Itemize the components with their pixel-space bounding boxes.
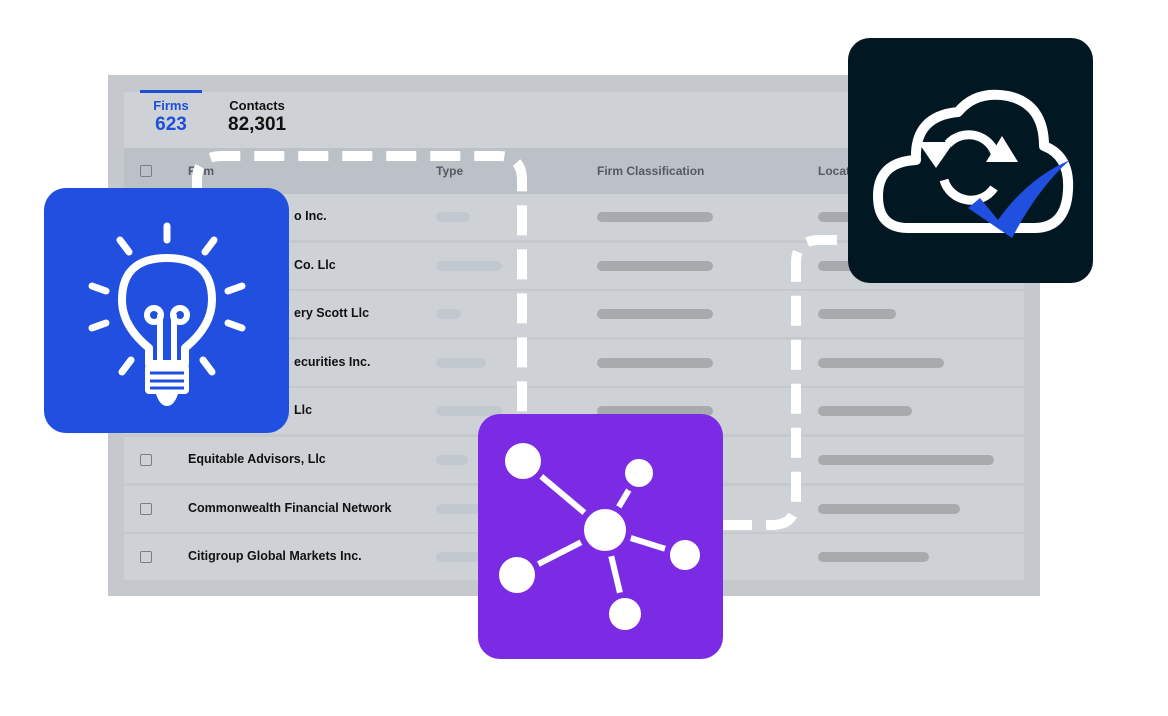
classification-placeholder	[597, 212, 713, 222]
firm-name[interactable]: o Inc.	[294, 209, 327, 223]
location-placeholder	[818, 406, 912, 417]
lightbulb-card	[44, 188, 289, 433]
location-placeholder	[818, 503, 960, 514]
classification-placeholder	[597, 260, 713, 271]
row-checkbox[interactable]	[140, 454, 152, 466]
cloud-sync-check-icon	[873, 89, 1074, 238]
type-placeholder	[436, 406, 502, 417]
type-placeholder	[436, 552, 480, 563]
network-card	[478, 414, 723, 659]
tab-firms[interactable]: Firms 623	[140, 90, 202, 136]
classification-placeholder	[597, 406, 713, 417]
column-header-firm-classification[interactable]: Firm Classification	[597, 164, 705, 178]
location-placeholder	[818, 552, 929, 563]
location-placeholder	[818, 309, 896, 320]
location-placeholder	[818, 455, 994, 465]
dashed-connector-right	[722, 235, 850, 530]
select-all-checkbox[interactable]	[140, 165, 152, 177]
lightbulb-icon	[88, 222, 246, 406]
network-nodes-icon	[493, 437, 706, 636]
classification-placeholder	[597, 357, 713, 368]
firm-name[interactable]: Commonwealth Financial Network	[188, 500, 392, 515]
row-checkbox[interactable]	[140, 551, 152, 564]
location-placeholder	[818, 357, 944, 368]
tab-count: 82,301	[228, 114, 287, 135]
type-placeholder	[436, 309, 461, 320]
tab-contacts[interactable]: Contacts 82,301	[228, 98, 286, 136]
type-placeholder	[436, 212, 470, 222]
firm-name[interactable]: ecurities Inc.	[294, 354, 371, 369]
firm-name[interactable]: Co. Llc	[294, 257, 336, 272]
firm-name[interactable]: ery Scott Llc	[294, 306, 370, 321]
tab-count: 623	[155, 114, 187, 135]
column-header-type[interactable]: Type	[436, 164, 464, 178]
type-placeholder	[436, 503, 486, 514]
type-placeholder	[436, 357, 486, 368]
type-placeholder	[436, 455, 468, 465]
cloud-sync-card	[848, 38, 1093, 283]
type-placeholder	[436, 260, 502, 271]
dashed-connector-left	[192, 151, 527, 420]
firm-name[interactable]: Equitable Advisors, Llc	[188, 452, 326, 466]
column-header-location[interactable]: Locat	[818, 164, 851, 178]
firm-name[interactable]: Llc	[294, 403, 313, 418]
classification-placeholder	[597, 309, 713, 320]
firm-name[interactable]: Citigroup Global Markets Inc.	[188, 549, 362, 564]
row-checkbox[interactable]	[140, 502, 152, 515]
tab-label: Firms	[153, 98, 189, 113]
tab-label: Contacts	[229, 98, 285, 113]
